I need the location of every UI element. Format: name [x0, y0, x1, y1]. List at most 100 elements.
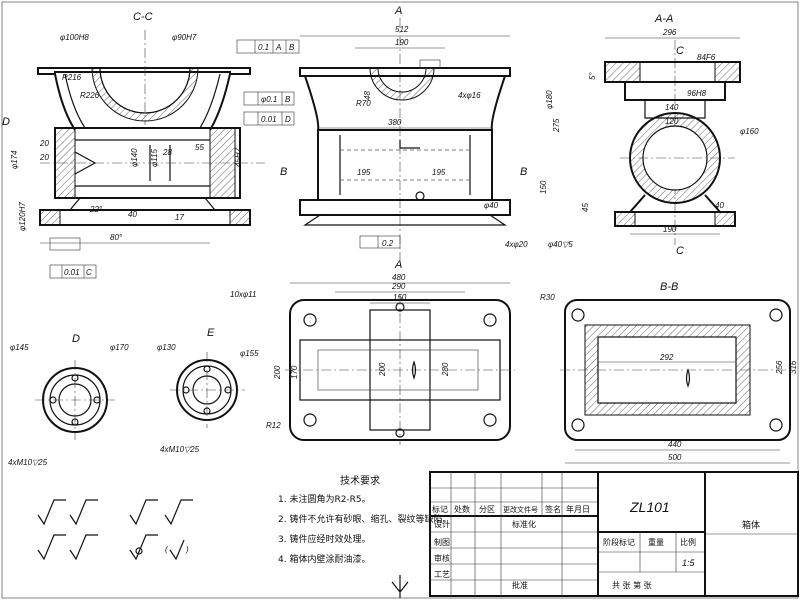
- dim-bb-r30: R30: [540, 293, 555, 302]
- dim-d-thread: 4xM10▽25: [8, 458, 48, 467]
- svg-text:(: (: [165, 545, 169, 554]
- view-label-b-b: B-B: [660, 281, 678, 293]
- section-mark-b-right: B: [520, 166, 527, 178]
- drawing-number: ZL101: [629, 499, 670, 515]
- tb-header-change-doc: 更改文件号: [503, 505, 538, 514]
- tb-row-drafting: 制图: [434, 537, 450, 547]
- dim-cc-r226: R226: [80, 91, 100, 100]
- dim-e-155: φ155: [240, 349, 259, 358]
- dim-e-thread: 4xM10▽25: [160, 445, 200, 454]
- view-label-a-a: A-A: [654, 13, 673, 25]
- dim-front-40: φ40: [484, 201, 499, 210]
- dim-cc-120h7: φ120H7: [18, 202, 27, 231]
- section-mark-a-bottom: A: [394, 259, 402, 271]
- tb-header-mark: 标记: [432, 504, 448, 514]
- dim-aa-140: 140: [665, 103, 679, 112]
- dim-front-190: 190: [395, 38, 409, 47]
- note-item-1: 1. 未注圆角为R2-R5。: [278, 493, 371, 505]
- tol-flatness: 0.1: [258, 43, 269, 52]
- tb-header-zone: 分区: [479, 505, 495, 514]
- view-b-b: B-B R30 292 256 316 440 500: [540, 281, 798, 464]
- dim-cc-345: 80°: [110, 233, 123, 242]
- dim-front-4x20: 4xφ20: [505, 240, 528, 249]
- notes-title: 技术要求: [340, 474, 380, 487]
- dim-front-380: 380: [388, 118, 402, 127]
- dim-front-275: 275: [552, 118, 561, 133]
- dim-front-150: 150: [539, 180, 548, 194]
- dim-top-170: 170: [290, 365, 299, 379]
- dim-e-130: φ130: [157, 343, 176, 352]
- surface-finish-symbols: ( ): [37, 499, 193, 561]
- dim-top-r12: R12: [266, 421, 281, 430]
- view-label-c-c: C-C: [133, 11, 153, 23]
- dim-cc-bore: φ100H8: [60, 33, 89, 42]
- view-d: D φ145 φ170 4xM10▽25: [8, 333, 129, 467]
- dim-top-480: 480: [392, 273, 406, 282]
- dim-cc-20b: 20: [39, 153, 49, 162]
- tol-ref-b: B: [289, 43, 295, 52]
- dim-aa-40: 40: [715, 201, 724, 210]
- dim-aa-45: 45: [581, 203, 590, 212]
- tb-header-count: 处数: [454, 504, 470, 514]
- tol-position: φ0.1: [261, 95, 277, 104]
- dim-cc-r216: R216: [62, 73, 82, 82]
- dim-front-40-depth: φ40▽5: [548, 240, 573, 249]
- dim-top-200b: 200: [378, 362, 387, 377]
- dim-top-150: 150: [393, 293, 407, 302]
- section-mark-a-top: A: [394, 5, 402, 17]
- tol-runout: 0.01: [64, 268, 80, 277]
- tol-ref-b2: B: [285, 95, 291, 104]
- tb-row-review: 审核: [434, 553, 450, 563]
- dim-cc-55: 55: [195, 143, 204, 152]
- view-top: 480 290 150 10xφ11 200 170 200 280 R12: [230, 273, 515, 445]
- part-name: 箱体: [742, 519, 760, 531]
- dim-front-180: φ180: [545, 90, 554, 109]
- title-block: ZL101 箱体 标记 处数 分区 更改文件号 签名 年月日 设计 制图 审核 …: [429, 471, 799, 597]
- dim-aa-120: 120: [665, 117, 679, 126]
- dim-bb-316: 316: [789, 360, 798, 374]
- tb-row-process: 工艺: [434, 570, 450, 579]
- dim-cc-80deg: 22°: [89, 205, 103, 214]
- tol-ref-c: C: [86, 268, 92, 277]
- dim-aa-296: 296: [662, 28, 677, 37]
- dim-bb-500: 500: [668, 453, 682, 462]
- dim-bb-256: 256: [775, 360, 784, 375]
- tb-header-date: 年月日: [566, 504, 590, 514]
- dim-aa-5deg: 5°: [588, 72, 597, 80]
- dim-front-195b: 195: [432, 168, 446, 177]
- dim-cc-28: 28: [162, 148, 172, 157]
- tb-scale-label: 比例: [680, 537, 696, 547]
- note-item-2: 2. 铸件不允许有砂眼、缩孔、裂纹等缺陷。: [278, 513, 451, 525]
- view-label-d: D: [72, 333, 80, 345]
- dim-front-195a: 195: [357, 168, 371, 177]
- dim-front-512: 512: [395, 25, 409, 34]
- view-label-e: E: [207, 327, 215, 339]
- technical-requirements: 技术要求 1. 未注圆角为R2-R5。 2. 铸件不允许有砂眼、缩孔、裂纹等缺陷…: [278, 474, 451, 565]
- dim-cc-40: 40: [128, 210, 137, 219]
- svg-text:): ): [185, 545, 189, 554]
- dim-cc-115: φ115: [150, 148, 159, 167]
- tb-scale-value: 1:5: [682, 558, 696, 568]
- dim-cc-20a: 20: [39, 139, 49, 148]
- dim-cc-174: φ174: [10, 150, 19, 169]
- dim-top-holes: 10xφ11: [230, 290, 256, 299]
- tb-header-signature: 签名: [545, 504, 561, 514]
- tb-approval: 批准: [512, 580, 528, 590]
- dim-front-4x16: 4xφ16: [458, 91, 481, 100]
- dim-top-290: 290: [391, 282, 406, 291]
- note-item-3: 3. 铸件应经时效处理。: [278, 533, 370, 545]
- dim-aa-84f6: 84F6: [697, 53, 716, 62]
- tol-flatness-2: 0.2: [382, 239, 394, 248]
- view-front: A 512 190 48 R70 4xφ16 φ180 380 195 195 …: [299, 5, 573, 271]
- dim-d-145: φ145: [10, 343, 29, 352]
- section-mark-b-left: B: [280, 166, 287, 178]
- section-mark-d: D: [2, 116, 10, 128]
- center-mark-arrow: [391, 575, 409, 598]
- tol-perpendicularity: 0.01: [261, 115, 277, 124]
- tol-ref-d: D: [285, 115, 291, 124]
- dim-aa-96h8: 96H8: [687, 89, 707, 98]
- tb-stage-mark: 阶段标记: [603, 537, 635, 547]
- view-c-c: C-C 80° φ100H8 φ90H7 R216 R226 φ174 20 2…: [2, 11, 287, 244]
